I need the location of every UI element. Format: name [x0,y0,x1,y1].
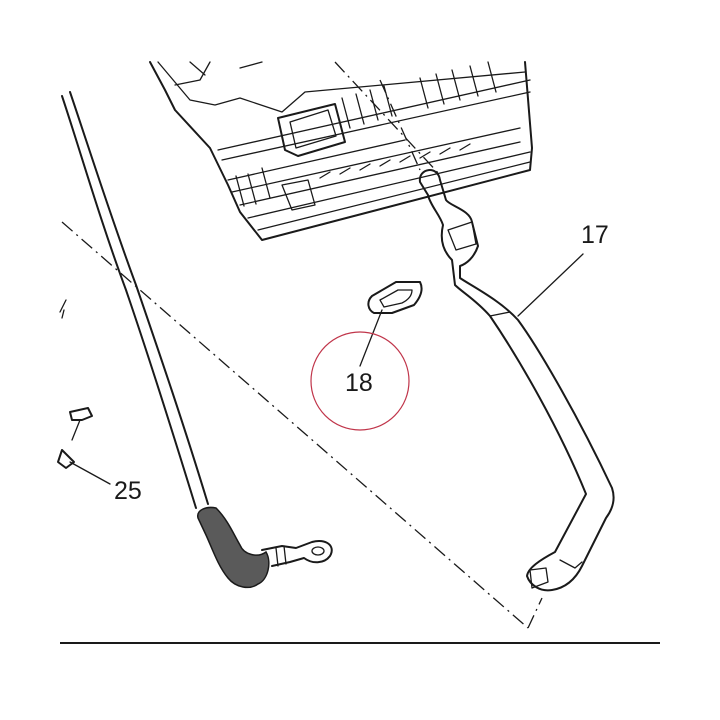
screw-part-25 [57,299,93,469]
leader-18 [359,309,383,367]
assembly-guide-line [61,221,529,629]
leader-25 [69,461,111,485]
assembly-guide-line-2 [527,597,543,629]
housing-assembly [149,61,533,241]
rubber-grommet [197,506,270,589]
callout-17: 17 [581,221,609,249]
callout-18: 18 [345,369,373,397]
cable-assembly [61,91,333,589]
clip-part-18 [367,281,423,314]
bracket-part-17 [418,169,615,592]
callout-18-highlight-circle [310,331,410,431]
leader-17 [517,253,584,317]
callout-25: 25 [114,477,142,505]
